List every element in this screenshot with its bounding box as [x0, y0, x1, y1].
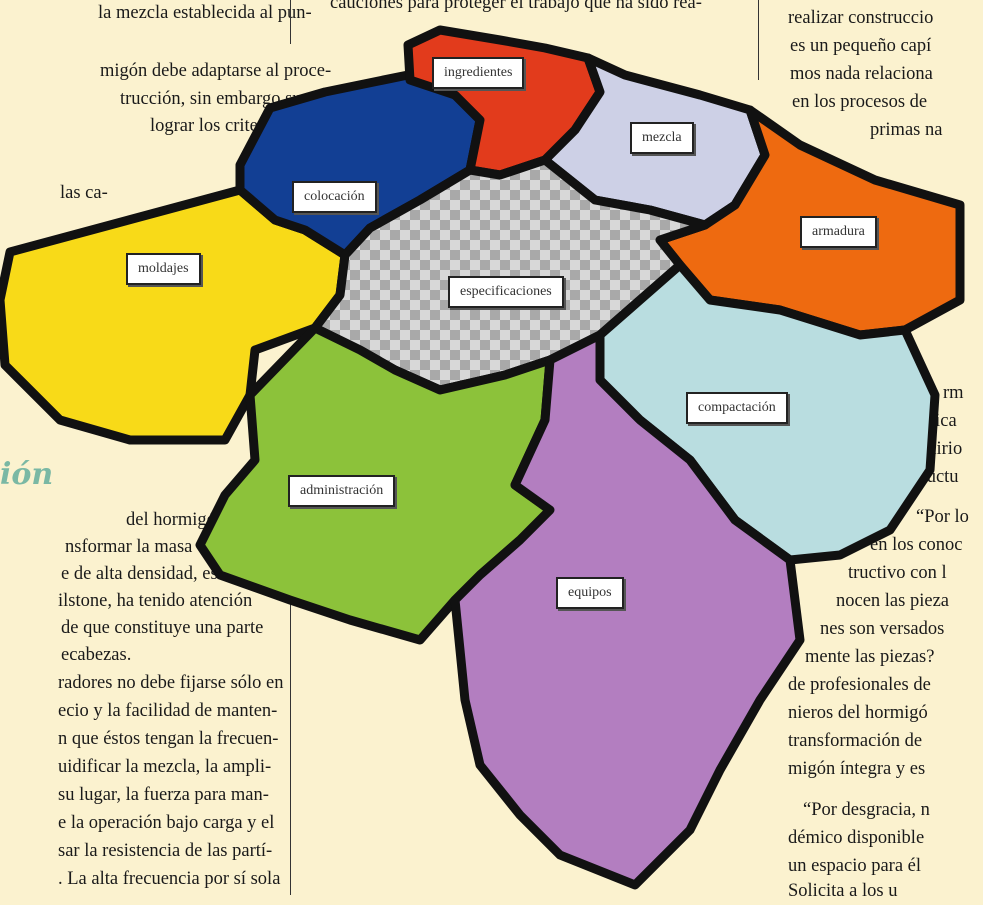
label-especificaciones: especificaciones: [448, 276, 564, 308]
right-line-21: démico disponible: [788, 828, 925, 848]
right-line-19: migón íntegra y es: [788, 759, 926, 779]
right-line-18: transformación de: [788, 731, 923, 751]
right-line-1: realizar construccio: [788, 8, 934, 28]
right-line-13: nocen las pieza: [836, 591, 949, 611]
right-line-15: mente las piezas?: [805, 647, 935, 667]
right-line-22: un espacio para él: [788, 856, 922, 876]
label-armadura: armadura: [800, 216, 877, 248]
middle-line-1: cauciones para proteger el trabajo que h…: [330, 0, 702, 13]
left-line-12: radores no debe fijarse sólo en: [58, 673, 284, 693]
label-colocacion: colocación: [292, 181, 377, 213]
label-moldajes: moldajes: [126, 253, 201, 285]
column-rule-right: [758, 0, 759, 80]
right-line-4: en los procesos de: [792, 92, 928, 112]
label-equipos: equipos: [556, 577, 624, 609]
label-administracion: administración: [288, 475, 396, 507]
left-line-16: su lugar, la fuerza para man-: [58, 785, 269, 805]
left-line-14: n que éstos tengan la frecuen-: [58, 729, 279, 749]
left-line-1: la mezcla establecida al pun-: [98, 3, 312, 23]
left-column: la mezcla establecida al pun- migón debe…: [0, 0, 331, 895]
label-mezcla: mezcla: [630, 122, 694, 154]
column-rule-left-bottom: [290, 598, 291, 895]
left-line-2: migón debe adaptarse al proce-: [100, 61, 332, 81]
right-line-12: tructivo con l: [848, 563, 947, 583]
right-line-11: en los conoc: [870, 535, 963, 555]
right-line-5: primas na: [870, 120, 943, 140]
left-line-5: las ca-: [60, 183, 108, 203]
left-line-9: ilstone, ha tenido atención: [58, 591, 253, 611]
right-line-6: rm: [943, 383, 964, 403]
left-line-6: del hormigón,: [126, 510, 230, 530]
left-line-10: de que constituye una parte: [61, 618, 264, 638]
left-line-18: sar la resistencia de las partí-: [58, 841, 273, 861]
left-line-3: trucción, sin embargo su: [120, 89, 302, 109]
right-line-17: nieros del hormigó: [788, 703, 928, 723]
piece-equipos: [450, 330, 805, 890]
column-rule-left-top: [290, 0, 291, 44]
section-heading: ión: [0, 457, 54, 492]
left-line-4: lograr los criterios: [150, 116, 286, 136]
left-line-17: e la operación bajo carga y el: [58, 813, 275, 833]
right-line-10: “Por lo: [916, 507, 969, 527]
left-line-13: ecio y la facilidad de manten-: [58, 701, 278, 721]
left-line-19: . La alta frecuencia por sí sola: [58, 869, 281, 889]
right-line-2: es un pequeño capí: [790, 36, 932, 56]
left-line-15: uidificar la mezcla, la ampli-: [58, 757, 272, 777]
right-line-3: mos nada relaciona: [790, 64, 933, 84]
left-line-8: e de alta densidad, es un: [61, 564, 241, 584]
label-compactacion: compactación: [686, 392, 788, 424]
right-line-14: nes son versados: [820, 619, 945, 639]
left-line-11: ecabezas.: [61, 645, 132, 665]
left-line-7: nsformar la masa en: [65, 537, 215, 557]
right-line-20: “Por desgracia, n: [803, 800, 930, 820]
label-ingredientes: ingredientes: [432, 57, 525, 89]
right-line-16: de profesionales de: [788, 675, 931, 695]
